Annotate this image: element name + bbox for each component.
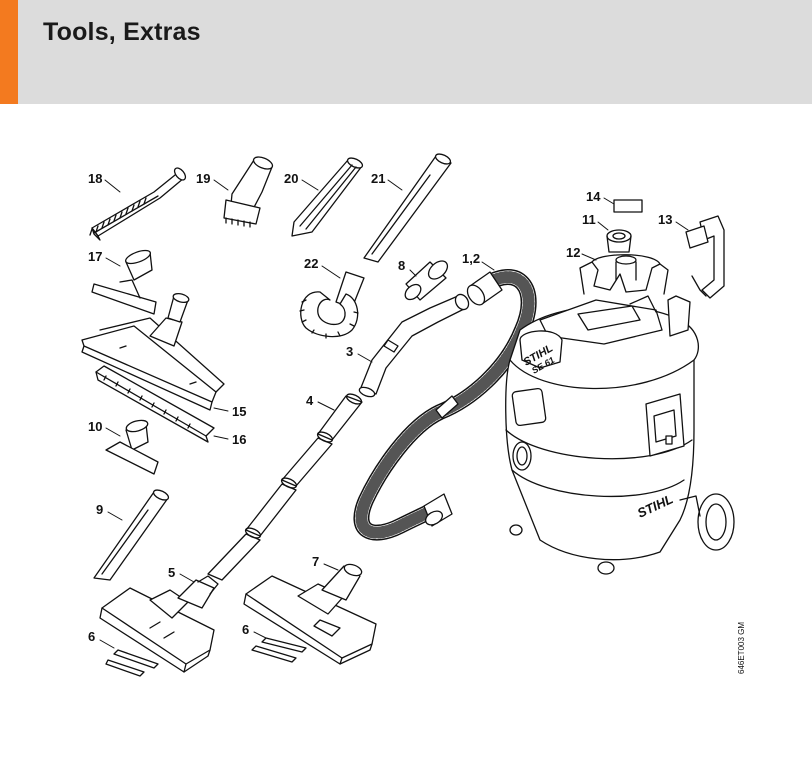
callout-17: 17 <box>88 249 102 264</box>
callout-14: 14 <box>586 189 601 204</box>
callout-16: 16 <box>232 432 246 447</box>
callout-3: 3 <box>346 344 353 359</box>
callout-6-right: 6 <box>242 622 249 637</box>
callout-18: 18 <box>88 171 102 186</box>
part-16-strip-insert <box>95 365 215 443</box>
callout-6-left: 6 <box>88 629 95 644</box>
part-15-floor-nozzle <box>81 292 225 411</box>
callout-4: 4 <box>306 393 314 408</box>
part-9-crevice-nozzle <box>93 489 170 581</box>
callout-labels: 18 19 20 21 22 17 15 16 10 9 8 1,2 3 4 5… <box>88 171 746 674</box>
header-bar <box>0 0 812 104</box>
callout-19: 19 <box>196 171 210 186</box>
callout-7: 7 <box>312 554 319 569</box>
callout-1-2: 1,2 <box>462 251 480 266</box>
callout-21: 21 <box>371 171 385 186</box>
part-6-strip-right <box>251 637 307 663</box>
header-accent-stripe <box>0 0 18 104</box>
page-title: Tools, Extras <box>43 18 201 46</box>
part-12-filter-holder <box>579 254 669 295</box>
callout-9: 9 <box>96 502 103 517</box>
part-17-small-nozzle <box>91 249 157 315</box>
part-10-small-nozzle <box>105 419 159 475</box>
part-1-2-suction-hose <box>353 269 537 541</box>
part-4-extension-tubes <box>207 393 363 581</box>
part-22-round-brush <box>299 271 365 339</box>
part-6-strip-left <box>105 649 159 677</box>
callout-8: 8 <box>398 258 405 273</box>
leader-lines <box>99 179 689 649</box>
callout-20: 20 <box>284 171 298 186</box>
callout-13: 13 <box>658 212 672 227</box>
callout-11: 11 <box>582 212 596 227</box>
part-21-crevice-nozzle <box>363 153 452 263</box>
part-18-upholstery-nozzle <box>89 167 187 241</box>
part-13-clip <box>685 215 725 299</box>
part-8-adapter <box>404 260 449 301</box>
part-11-float-valve <box>606 229 632 253</box>
part-5-floor-nozzle <box>99 575 219 673</box>
part-3-handle-tube <box>358 293 470 398</box>
callout-22: 22 <box>304 256 318 271</box>
wet-dry-vacuum-machine: STIHL SE 61 STIHL <box>505 295 735 575</box>
part-14-label <box>613 199 643 213</box>
callout-15: 15 <box>232 404 246 419</box>
part-7-combination-nozzle <box>243 563 377 665</box>
part-19-dusting-nozzle <box>223 156 274 228</box>
part-20-flat-nozzle <box>291 157 364 237</box>
callout-5: 5 <box>168 565 175 580</box>
drawing-code: 646ET003 GM <box>737 622 746 674</box>
callout-10: 10 <box>88 419 102 434</box>
callout-12: 12 <box>566 245 580 260</box>
